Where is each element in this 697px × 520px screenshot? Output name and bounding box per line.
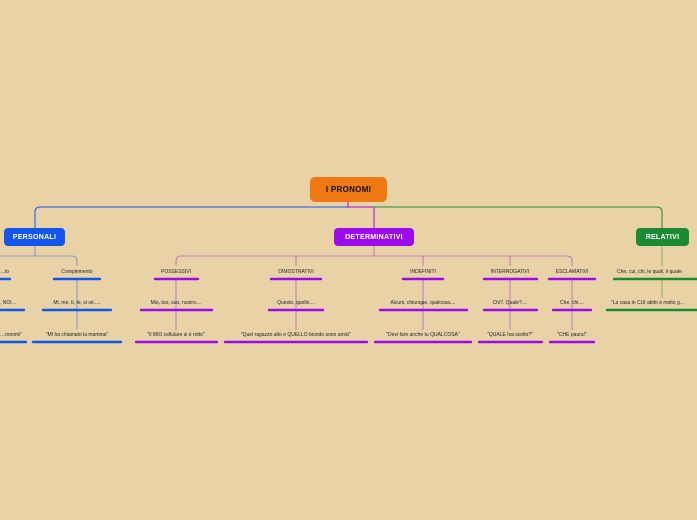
connector-determ-children (175, 246, 573, 266)
leaf-personali-soggetto-example[interactable]: , NOI… (0, 300, 17, 306)
branch-personali[interactable]: PERSONALI (4, 228, 65, 246)
connector-root-personali (34, 202, 349, 228)
leaf-personali-complemento-example[interactable]: Mi, me, ti, te, si sé..... (53, 300, 101, 306)
leaf-possessivi-example[interactable]: Mio, tuo, suo, nostro.... (150, 300, 202, 306)
connector-personali-children (0, 246, 78, 266)
leaf-dimostrativi-example[interactable]: Questo, quello.... (277, 300, 315, 306)
leaf-indefiniti-example[interactable]: Alcuni, chiunque, qualcosa.... (390, 300, 456, 306)
leaf-personali-complemento-sentence[interactable]: "MI ha chiamato la mamma" (45, 332, 109, 338)
leaf-personali-complemento[interactable]: Complemento (61, 269, 93, 275)
leaf-interrogativi-example[interactable]: Chi?. Quale?.... (492, 300, 528, 306)
leaf-personali-soggetto-sentence[interactable]: …ronomi" (0, 332, 23, 338)
leaf-relativi[interactable]: Che, cui, chi, le quali, il quale (617, 269, 682, 275)
leaf-esclamativi[interactable]: ESCLAMATIVI (555, 269, 589, 275)
leaf-dimostrativi[interactable]: DIMOSTRATIVI (278, 269, 314, 275)
root-node[interactable]: I PRONOMI (310, 177, 387, 202)
branch-relativi[interactable]: RELATIVI (636, 228, 689, 246)
connector-root-determinativi (347, 202, 375, 228)
leaf-indefiniti[interactable]: INDEFINITI (410, 269, 436, 275)
leaf-esclamativi-example[interactable]: Che, chi.... (560, 300, 584, 306)
leaf-indefiniti-sentence[interactable]: "Devi fare anche tu QUALCOSA" (386, 332, 460, 338)
leaf-interrogativi-sentence[interactable]: "QUALE hai scelto?" (487, 332, 533, 338)
leaf-possessivi[interactable]: POSSESSIVI (160, 269, 192, 275)
leaf-possessivi-sentence[interactable]: "Il MIO cellulare si è rotto" (147, 332, 205, 338)
leaf-personali-soggetto[interactable]: …to (0, 269, 10, 275)
leaf-relativi-example[interactable]: "La casa in CUI abito è molto g… (611, 300, 685, 306)
branch-determinativi[interactable]: DETERMINATIVI (334, 228, 414, 246)
leaf-esclamativi-sentence[interactable]: "CHE paura!" (557, 332, 587, 338)
leaf-interrogativi[interactable]: INTERROGATIVI (490, 269, 530, 275)
leaf-dimostrativi-sentence[interactable]: "Quel ragazzo alto e QUELLO biondo sono … (240, 332, 352, 338)
connector-root-relativi (374, 206, 663, 228)
